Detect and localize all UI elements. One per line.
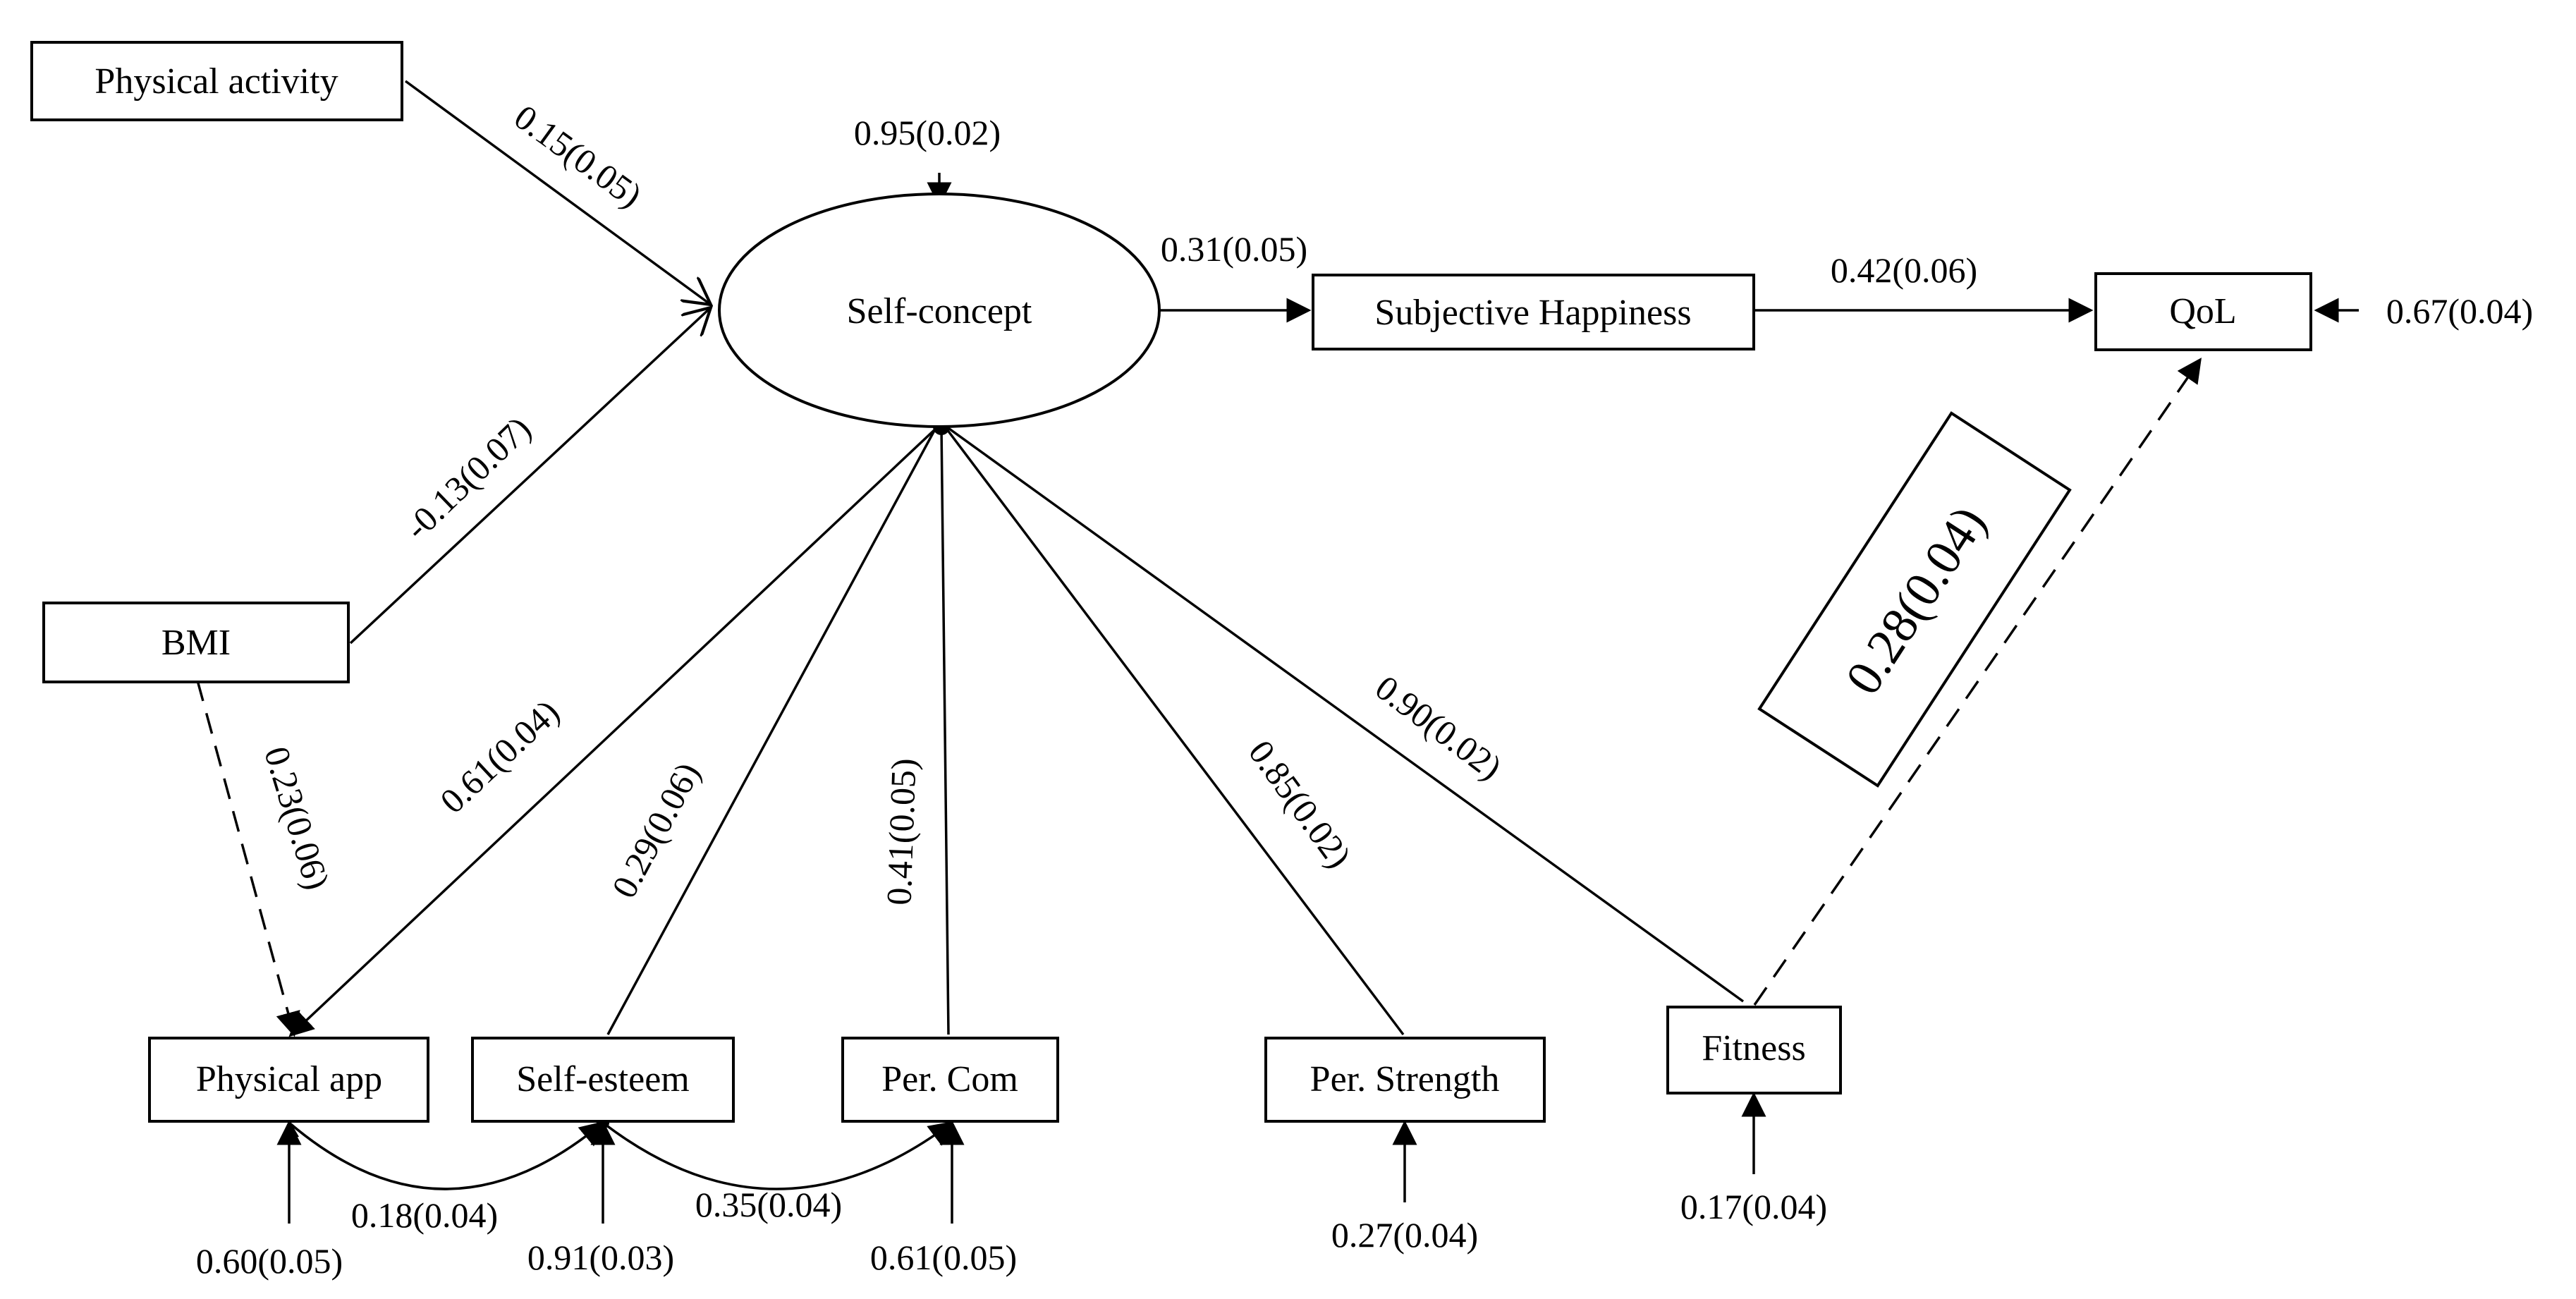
path-label-happiness-qol: 0.42(0.06) — [1831, 250, 1977, 290]
node-self-esteem: Self-esteem — [471, 1037, 735, 1123]
node-physical-activity-label: Physical activity — [94, 61, 338, 102]
error-label-physical-app: 0.60(0.05) — [196, 1241, 343, 1281]
path-physical-activity-self-concept — [404, 80, 711, 305]
node-self-concept-label: Self-concept — [847, 291, 1032, 331]
node-physical-activity: Physical activity — [30, 41, 403, 121]
path-fitness-qol — [1753, 358, 2202, 1006]
node-bmi-label: BMI — [161, 623, 231, 663]
path-label-self-concept-fitness: 0.90(0.02) — [1368, 667, 1509, 787]
path-label-self-concept-per-com: 0.41(0.05) — [879, 757, 923, 905]
node-self-concept: Self-concept — [718, 193, 1161, 428]
node-physical-app: Physical app — [148, 1037, 429, 1123]
node-qol: QoL — [2094, 272, 2312, 351]
path-label-box-fitness-qol: 0.28(0.04) — [1757, 411, 2072, 788]
path-label-bmi-self-concept: -0.13(0.07) — [397, 408, 539, 547]
covariance-label-self-esteem-per-com: 0.35(0.04) — [695, 1185, 842, 1224]
path-label-physical-activity-self-concept: 0.15(0.05) — [507, 97, 649, 215]
node-physical-app-label: Physical app — [196, 1059, 382, 1099]
path-self-concept-fitness — [945, 425, 1745, 1003]
path-self-concept-per-com — [940, 426, 950, 1035]
error-label-fitness: 0.17(0.04) — [1680, 1187, 1827, 1226]
covariance-arc-self-esteem-per-com — [602, 1121, 954, 1190]
node-qol-label: QoL — [2169, 291, 2236, 331]
node-bmi: BMI — [42, 602, 350, 683]
node-self-esteem-label: Self-esteem — [516, 1059, 689, 1099]
error-label-qol: 0.67(0.04) — [2386, 291, 2533, 331]
covariance-arc-physical-app-self-esteem — [288, 1121, 605, 1190]
error-label-per-com: 0.61(0.05) — [870, 1238, 1017, 1277]
path-label-bmi-physical-app: 0.23(0.06) — [257, 742, 337, 894]
path-label-self-concept-per-strength: 0.85(0.02) — [1241, 733, 1360, 874]
node-per-com-label: Per. Com — [881, 1059, 1018, 1099]
path-label-self-concept-physical-app: 0.61(0.04) — [432, 692, 567, 821]
covariance-arrowhead-physical-app — [281, 1120, 299, 1139]
error-label-per-strength: 0.27(0.04) — [1331, 1215, 1478, 1255]
node-per-strength-label: Per. Strength — [1310, 1059, 1500, 1099]
node-fitness: Fitness — [1666, 1006, 1842, 1094]
error-label-self-esteem: 0.91(0.03) — [527, 1238, 674, 1277]
node-subjective-happiness: Subjective Happiness — [1312, 274, 1755, 350]
path-label-self-concept-happiness: 0.31(0.05) — [1161, 229, 1307, 269]
node-fitness-label: Fitness — [1702, 1028, 1805, 1068]
node-per-com: Per. Com — [841, 1037, 1059, 1123]
path-bmi-self-concept — [349, 307, 711, 645]
error-label-self-concept: 0.95(0.02) — [854, 113, 1001, 152]
path-self-concept-self-esteem — [606, 426, 938, 1035]
path-self-concept-physical-app — [288, 425, 939, 1037]
covariance-label-physical-app-self-esteem: 0.18(0.04) — [351, 1195, 498, 1235]
node-subjective-happiness-label: Subjective Happiness — [1374, 293, 1691, 333]
path-bmi-physical-app — [196, 680, 300, 1037]
path-self-concept-per-strength — [944, 425, 1405, 1036]
path-label-self-concept-self-esteem: 0.29(0.06) — [604, 756, 707, 904]
node-per-strength: Per. Strength — [1264, 1037, 1546, 1123]
